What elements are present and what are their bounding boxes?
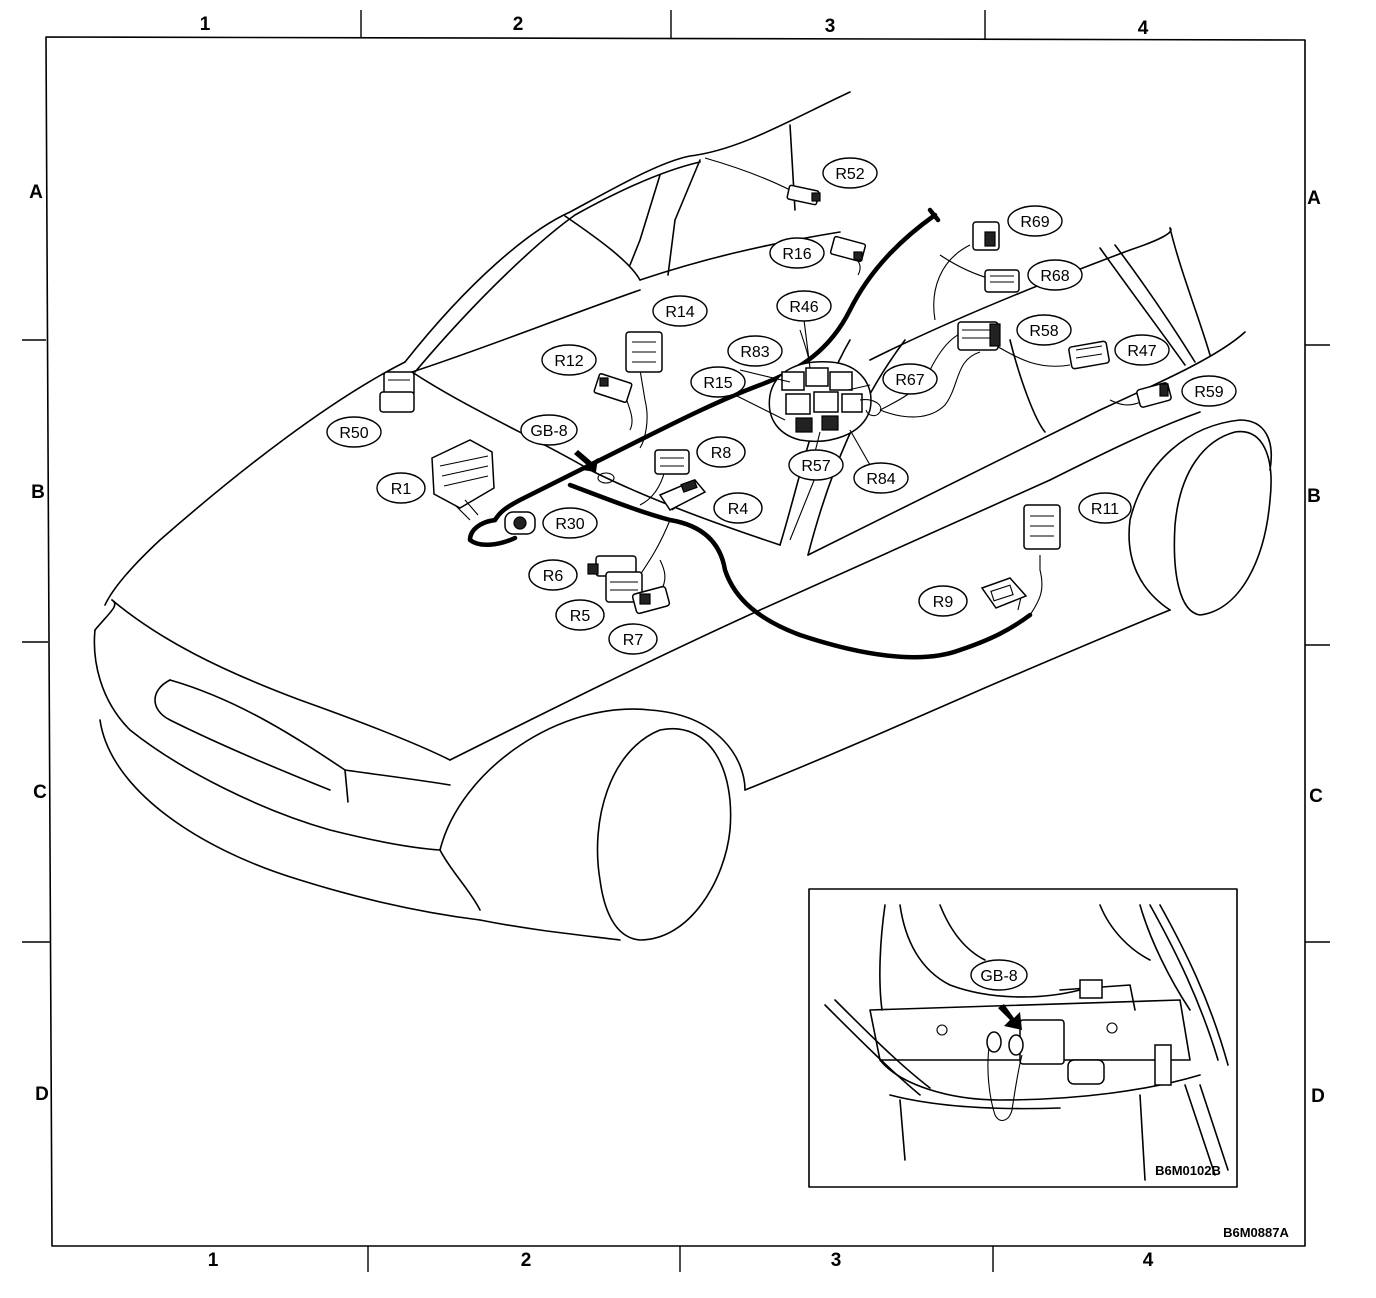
callout-r12: R12 bbox=[541, 344, 597, 376]
r50-connector-icon bbox=[379, 371, 415, 413]
svg-text:R15: R15 bbox=[703, 375, 732, 392]
callout-r69: R69 bbox=[1007, 205, 1063, 237]
r52-connector-icon bbox=[786, 184, 821, 206]
connector-callouts: R52 R16 R69 R68 R14 R46 R58 R12 R83 R47 … bbox=[326, 157, 1237, 655]
svg-text:R52: R52 bbox=[835, 166, 864, 183]
svg-text:R47: R47 bbox=[1127, 343, 1156, 360]
component-drawings bbox=[379, 184, 1172, 615]
callout-r57: R57 bbox=[788, 449, 844, 481]
col-label-top-1: 1 bbox=[200, 14, 211, 35]
svg-text:R9: R9 bbox=[933, 594, 954, 611]
svg-text:R84: R84 bbox=[866, 471, 895, 488]
svg-text:R8: R8 bbox=[711, 445, 732, 462]
callout-r67: R67 bbox=[882, 363, 938, 395]
r69-connector-icon bbox=[972, 221, 1000, 251]
col-label-top-2: 2 bbox=[513, 14, 524, 35]
svg-text:R7: R7 bbox=[623, 632, 644, 649]
row-label-right-C: C bbox=[1309, 786, 1323, 807]
r11-connector-icon bbox=[1023, 504, 1061, 550]
svg-text:R14: R14 bbox=[665, 304, 694, 321]
callout-r59: R59 bbox=[1181, 375, 1237, 407]
callout-r50: R50 bbox=[326, 416, 382, 448]
callout-r15: R15 bbox=[690, 366, 746, 398]
diagram-code: B6M0887A bbox=[1223, 1225, 1289, 1240]
r8-connector-icon bbox=[654, 449, 690, 475]
row-label-left-B: B bbox=[31, 482, 45, 503]
r30-connector-icon bbox=[504, 511, 536, 535]
r16-connector-icon bbox=[829, 235, 867, 263]
svg-text:R16: R16 bbox=[782, 246, 811, 263]
callout-r14: R14 bbox=[652, 295, 708, 327]
callout-r8: R8 bbox=[696, 436, 746, 468]
r4-connector-icon bbox=[658, 479, 707, 511]
svg-text:R69: R69 bbox=[1020, 214, 1049, 231]
row-label-right-A: A bbox=[1307, 188, 1321, 209]
callout-r7: R7 bbox=[608, 623, 658, 655]
svg-text:R6: R6 bbox=[543, 568, 564, 585]
callout-r16: R16 bbox=[769, 237, 825, 269]
callout-r11: R11 bbox=[1078, 492, 1132, 524]
r9-connector-icon bbox=[980, 577, 1028, 609]
svg-text:R58: R58 bbox=[1029, 323, 1058, 340]
callout-leaders bbox=[734, 319, 871, 541]
grid-labels: 1 2 3 4 1 2 3 4 A B C D A B C D bbox=[29, 14, 1325, 1271]
svg-text:R12: R12 bbox=[554, 353, 583, 370]
row-label-left-C: C bbox=[33, 782, 47, 803]
diagram-frame bbox=[22, 10, 1330, 1272]
svg-text:R59: R59 bbox=[1194, 384, 1223, 401]
r47-connector-icon bbox=[1068, 340, 1110, 370]
gb8-arrow-icon bbox=[574, 450, 615, 484]
r68-connector-icon bbox=[984, 269, 1020, 293]
callout-r46: R46 bbox=[776, 290, 832, 322]
r14-connector-icon bbox=[625, 331, 663, 373]
callout-r30: R30 bbox=[542, 507, 598, 539]
svg-text:R11: R11 bbox=[1091, 501, 1119, 518]
row-label-left-D: D bbox=[35, 1084, 49, 1105]
callout-r58: R58 bbox=[1016, 314, 1072, 346]
row-label-right-D: D bbox=[1311, 1086, 1325, 1107]
svg-text:R5: R5 bbox=[570, 608, 591, 625]
r58-connector-icon bbox=[957, 321, 1001, 351]
svg-text:R57: R57 bbox=[801, 458, 830, 475]
svg-text:R68: R68 bbox=[1040, 268, 1069, 285]
col-label-bottom-4: 4 bbox=[1143, 1250, 1154, 1271]
callout-r52: R52 bbox=[822, 157, 878, 189]
relay-block-icon bbox=[768, 361, 882, 442]
callout-r5: R5 bbox=[555, 599, 605, 631]
col-label-bottom-3: 3 bbox=[831, 1250, 842, 1271]
wiring-harness bbox=[467, 157, 1146, 660]
svg-text:R83: R83 bbox=[740, 344, 769, 361]
callout-r68: R68 bbox=[1027, 259, 1083, 291]
svg-text:R1: R1 bbox=[391, 481, 412, 498]
r6-r5-connector-icon bbox=[587, 555, 671, 615]
col-label-top-4: 4 bbox=[1138, 18, 1149, 39]
col-label-bottom-1: 1 bbox=[208, 1250, 219, 1271]
r12-connector-icon bbox=[593, 373, 633, 403]
col-label-bottom-2: 2 bbox=[521, 1250, 532, 1271]
callout-r84: R84 bbox=[853, 462, 909, 494]
row-label-left-A: A bbox=[29, 182, 43, 203]
callout-r1: R1 bbox=[376, 472, 426, 504]
r59-connector-icon bbox=[1136, 382, 1172, 408]
inset-code: B6M0102B bbox=[1155, 1163, 1221, 1178]
svg-text:R46: R46 bbox=[789, 299, 818, 316]
callout-r83: R83 bbox=[727, 335, 783, 367]
callout-r47: R47 bbox=[1114, 334, 1170, 366]
row-label-right-B: B bbox=[1307, 486, 1321, 507]
svg-text:R4: R4 bbox=[728, 501, 749, 518]
r1-connector-icon bbox=[431, 439, 495, 521]
callout-r4: R4 bbox=[713, 492, 763, 524]
callout-gb8: GB-8 bbox=[520, 414, 578, 446]
svg-text:R30: R30 bbox=[555, 516, 584, 533]
col-label-top-3: 3 bbox=[825, 16, 836, 37]
callout-r9: R9 bbox=[918, 585, 968, 617]
svg-text:R50: R50 bbox=[339, 425, 368, 442]
callout-r6: R6 bbox=[528, 559, 578, 591]
inset-label: GB-8 bbox=[980, 968, 1017, 985]
inset-detail: GB-8 B6M0102B bbox=[808, 888, 1238, 1188]
svg-text:GB-8: GB-8 bbox=[530, 423, 567, 440]
svg-text:R67: R67 bbox=[895, 372, 924, 389]
